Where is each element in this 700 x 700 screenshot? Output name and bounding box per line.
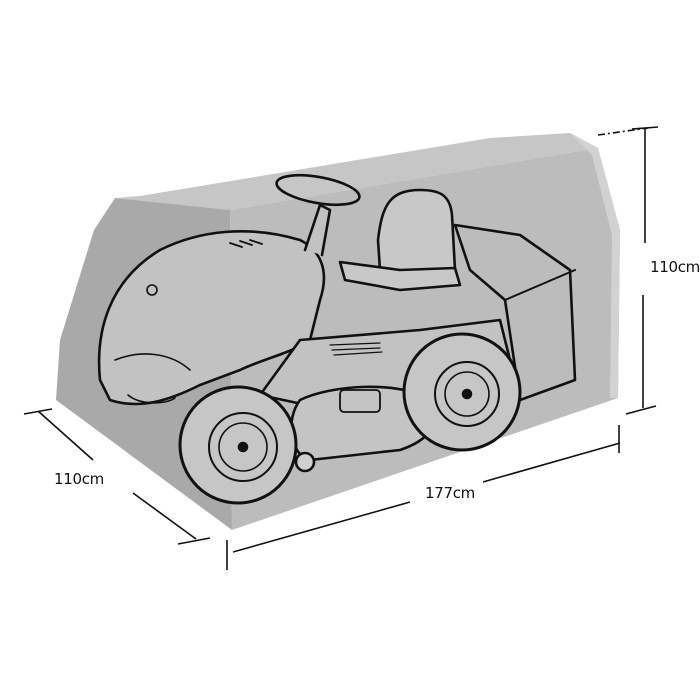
height-label: 110cm (650, 258, 700, 276)
mower-illustration (97, 173, 577, 505)
width-dimension (226, 425, 621, 570)
cover-top-face (115, 133, 598, 210)
depth-dimension (23, 408, 211, 545)
cover-right-face (570, 133, 620, 398)
height-dimension (597, 126, 659, 415)
width-label: 177cm (425, 484, 475, 502)
depth-label: 110cm (54, 470, 104, 488)
